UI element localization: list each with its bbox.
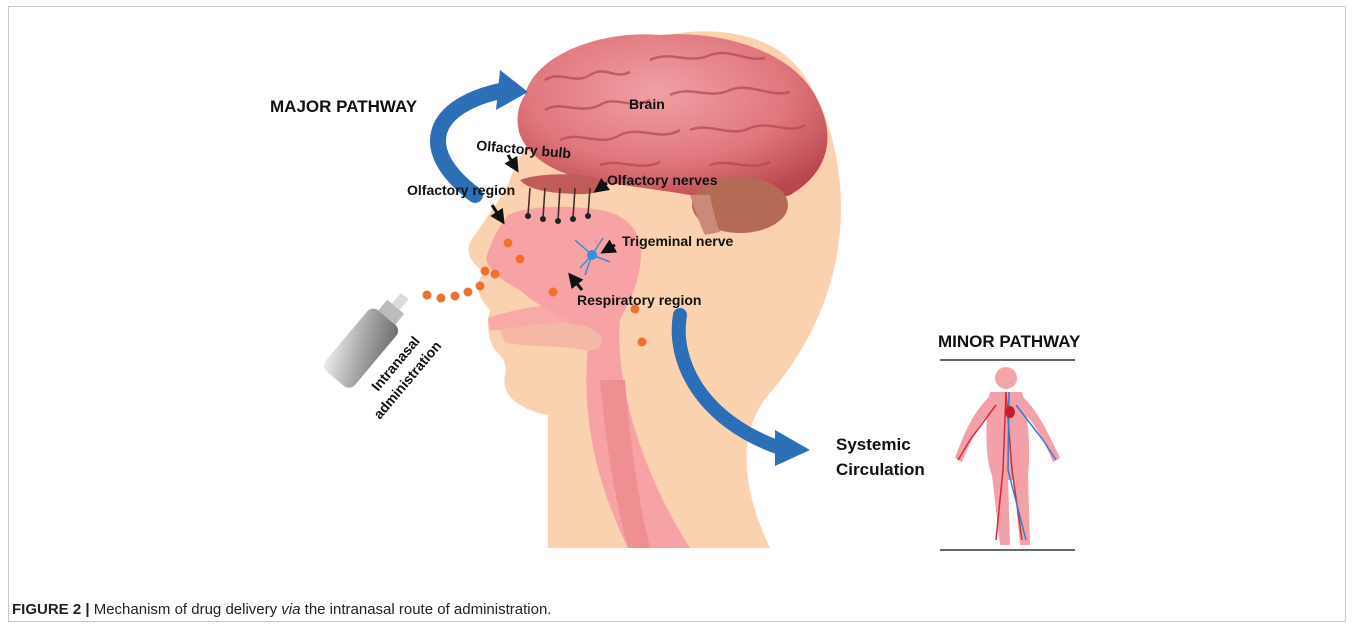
olfactory-region-label: Olfactory region bbox=[407, 182, 515, 198]
caption-text-italic: via bbox=[281, 601, 300, 618]
brain-label: Brain bbox=[629, 96, 665, 112]
respiratory-region-label: Respiratory region bbox=[577, 292, 701, 308]
caption-text-after: the intranasal route of administration. bbox=[300, 601, 551, 618]
trigeminal-nerve-label: Trigeminal nerve bbox=[622, 233, 733, 249]
caption-text-before: Mechanism of drug delivery bbox=[90, 601, 282, 618]
human-circulatory-figure bbox=[940, 360, 1075, 550]
major-pathway-label: MAJOR PATHWAY bbox=[270, 97, 418, 116]
trigeminal-nerve-body bbox=[587, 250, 597, 260]
olfactory-bulb-pointer bbox=[508, 155, 517, 170]
minor-pathway-label: MINOR PATHWAY bbox=[938, 332, 1081, 351]
circulation-label: Circulation bbox=[836, 460, 925, 479]
systemic-label: Systemic bbox=[836, 435, 911, 454]
olfactory-nerves-label: Olfactory nerves bbox=[607, 172, 718, 188]
figure-caption: FIGURE 2 | Mechanism of drug delivery vi… bbox=[12, 601, 551, 618]
figure-number: FIGURE 2 | bbox=[12, 601, 90, 618]
